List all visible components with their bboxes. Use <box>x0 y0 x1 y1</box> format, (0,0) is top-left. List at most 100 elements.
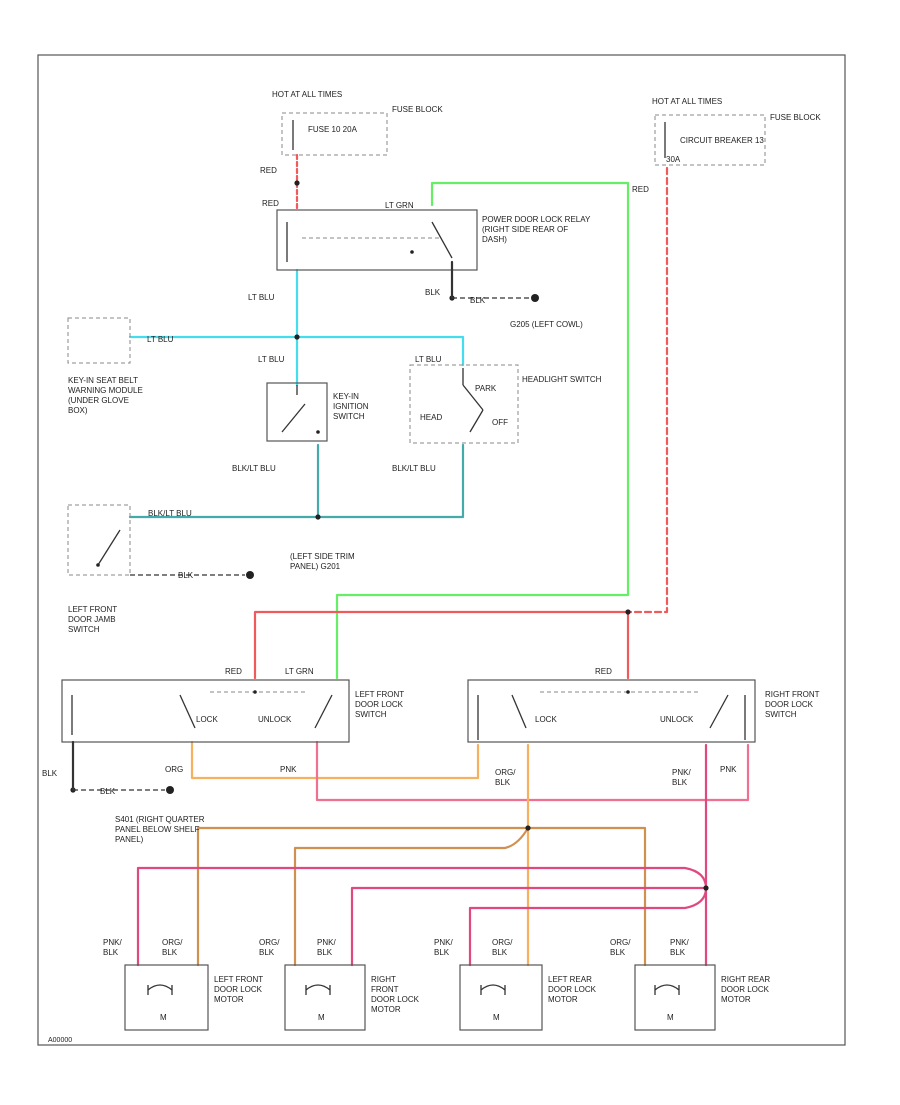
m2-pnk-label: PNK/ BLK <box>317 938 336 957</box>
motor-right-front: M <box>284 964 366 1031</box>
wire-org-bus <box>196 826 647 967</box>
lt-blu-wire-label: LT BLU <box>147 335 174 344</box>
ground-left-wrap: (LEFT SIDE TRIM PANEL) G201 <box>290 552 355 571</box>
right-front-door-lock-switch <box>467 679 756 743</box>
lt-grn-label-1: LT GRN <box>385 201 414 210</box>
red-lf-label: RED <box>225 667 242 676</box>
red-label-3: RED <box>632 185 649 194</box>
blk-label-2: BLK <box>470 296 486 305</box>
motor-lf-label: LEFT FRONT DOOR LOCK MOTOR <box>214 975 264 1004</box>
lock-label-1: LOCK <box>196 715 218 724</box>
wire-lt-blu-horizontal <box>128 335 465 367</box>
key-module-label-wrap: KEY-IN SEAT BELT WARNING MODULE (UNDER G… <box>68 376 143 415</box>
red-label-2: RED <box>262 199 279 208</box>
circuit-breaker-label: CIRCUIT BREAKER 13 <box>680 136 764 145</box>
jamb-switch-label: LEFT FRONT DOOR JAMB SWITCH <box>68 605 118 634</box>
wire-red-cb <box>626 166 669 614</box>
jamb-switch-label-wrap: LEFT FRONT DOOR JAMB SWITCH <box>68 605 118 634</box>
splice-label: S401 (RIGHT QUARTER PANEL BELOW SHELF PA… <box>115 815 205 844</box>
motor-rf-label: RIGHT FRONT DOOR LOCK MOTOR <box>371 975 420 1014</box>
lf-lock-switch-label-wrap: LEFT FRONT DOOR LOCK SWITCH <box>355 690 405 719</box>
ground-g205-wrap: G205 (LEFT COWL) <box>510 320 583 329</box>
fuse-10-label: FUSE 10 20A <box>308 125 358 134</box>
cb-amp-label: 30A <box>666 155 681 164</box>
ground-left-label: (LEFT SIDE TRIM PANEL) G201 <box>290 552 355 571</box>
splice-points <box>70 180 709 891</box>
fuse-block-2 <box>654 114 766 166</box>
org-label-1: ORG <box>165 765 183 774</box>
head-label: HEAD <box>420 413 442 422</box>
relay-label-wrap: POWER DOOR LOCK RELAY (RIGHT SIDE REAR O… <box>482 215 591 244</box>
door-jamb-switch <box>67 504 254 579</box>
key-module-label: KEY-IN SEAT BELT WARNING MODULE (UNDER G… <box>68 376 143 415</box>
wire-pnk-rf-motor <box>350 886 708 967</box>
m4-pnk-label: PNK/ BLK <box>670 938 689 957</box>
motor-rr-label: RIGHT REAR DOOR LOCK MOTOR <box>721 975 771 1004</box>
rf-lock-switch-label-wrap: RIGHT FRONT DOOR LOCK SWITCH <box>765 690 820 719</box>
motor-left-front: M <box>124 964 209 1031</box>
pnk-label-2: PNK <box>720 765 737 774</box>
key-switch-label: KEY-IN IGNITION SWITCH <box>333 392 369 421</box>
motor-right-rear: M <box>634 964 716 1031</box>
org-blk-label-1-wrap: ORG/ BLK <box>495 768 516 787</box>
lt-blu-label-3: LT BLU <box>415 355 442 364</box>
diagram-code: A00000 <box>48 1037 72 1044</box>
relay-label: POWER DOOR LOCK RELAY (RIGHT SIDE REAR O… <box>482 215 591 244</box>
wire-blk-lt-blu-2 <box>128 443 465 519</box>
m1-org-label: ORG/ BLK <box>162 938 183 957</box>
key-in-module <box>67 317 131 364</box>
rf-lock-switch-label: RIGHT FRONT DOOR LOCK SWITCH <box>765 690 820 719</box>
fuse-block-label-1: FUSE BLOCK <box>392 105 443 114</box>
blk-lt-blu-label-1: BLK/LT BLU <box>232 464 276 473</box>
fuse-block-1 <box>281 112 388 156</box>
motor-m-2: M <box>318 1013 325 1022</box>
unlock-label-1: UNLOCK <box>258 715 292 724</box>
motor-m-4: M <box>667 1013 674 1022</box>
blk-label-4: BLK <box>42 769 58 778</box>
m1-pnk-label: PNK/ BLK <box>103 938 122 957</box>
pnk-blk-label-1: PNK/ BLK <box>672 768 691 787</box>
lock-label-2: LOCK <box>535 715 557 724</box>
lf-lock-switch-label: LEFT FRONT DOOR LOCK SWITCH <box>355 690 405 719</box>
cb-fuse-block-label: FUSE BLOCK <box>770 113 821 122</box>
power-door-lock-relay <box>276 209 539 302</box>
org-blk-label-1: ORG/ BLK <box>495 768 516 787</box>
motor-m-1: M <box>160 1013 167 1022</box>
lt-blu-label-2: LT BLU <box>258 355 285 364</box>
m4-org-label: ORG/ BLK <box>610 938 631 957</box>
lt-grn-lf-label: LT GRN <box>285 667 314 676</box>
unlock-label-2: UNLOCK <box>660 715 694 724</box>
ground-g205-label: G205 (LEFT COWL) <box>510 320 583 329</box>
m3-org-label: ORG/ BLK <box>492 938 513 957</box>
wire-red-lf <box>253 610 630 680</box>
park-label: PARK <box>475 384 497 393</box>
headlight-switch-label: HEADLIGHT SWITCH <box>522 375 602 384</box>
m2-org-label: ORG/ BLK <box>259 938 280 957</box>
key-switch-label-wrap: KEY-IN IGNITION SWITCH <box>333 392 369 421</box>
red-rf-label: RED <box>595 667 612 676</box>
hot-all-times-label-2: HOT AT ALL TIMES <box>652 97 722 106</box>
motor-m-3: M <box>493 1013 500 1022</box>
motor-lr-label: LEFT REAR DOOR LOCK MOTOR <box>548 975 597 1004</box>
wire-pnk-lf-motor <box>136 866 708 967</box>
wire-org-rf-motor <box>293 826 530 967</box>
blk-lt-blu-label-3: BLK/LT BLU <box>148 509 192 518</box>
hot-all-times-label-1: HOT AT ALL TIMES <box>272 90 342 99</box>
headlight-switch-label-wrap: HEADLIGHT SWITCH <box>522 375 602 384</box>
lt-blu-label-1: LT BLU <box>248 293 275 302</box>
wire-lt-grn <box>335 181 630 680</box>
splice-label-wrap: S401 (RIGHT QUARTER PANEL BELOW SHELF PA… <box>115 815 205 844</box>
wire-org-1 <box>190 740 480 780</box>
m3-pnk-label: PNK/ BLK <box>434 938 453 957</box>
pnk-label-1: PNK <box>280 765 297 774</box>
diagram-frame <box>37 54 846 1046</box>
motor-left-rear: M <box>459 964 543 1031</box>
off-label: OFF <box>492 418 508 427</box>
key-in-ignition-switch <box>266 382 328 442</box>
wires <box>128 153 750 967</box>
blk-label-1: BLK <box>425 288 441 297</box>
left-front-door-lock-switch <box>61 679 350 794</box>
wire-pnk-1 <box>315 740 750 802</box>
